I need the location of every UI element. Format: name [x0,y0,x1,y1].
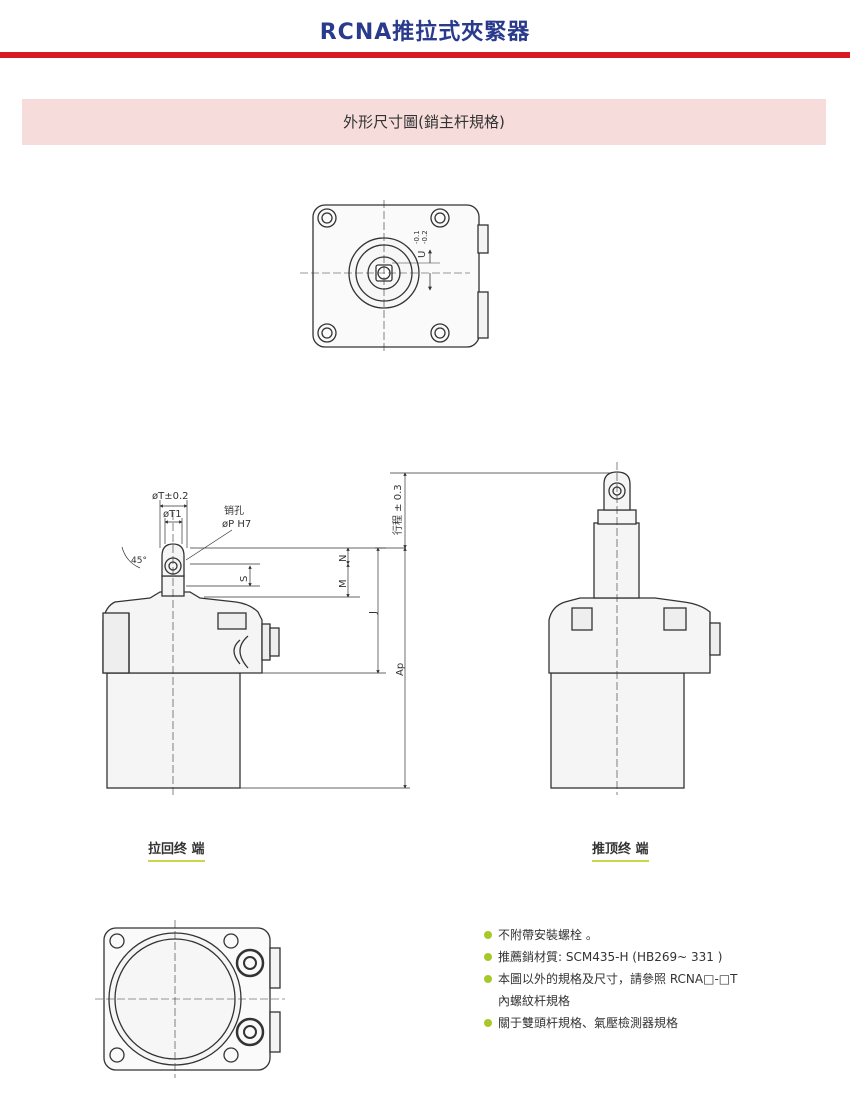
note-item: 本圖以外的規格及尺寸，請參照 RCNA□-□T [484,968,824,990]
dim-j-label: J [368,611,379,615]
note-item-continuation: 內螺紋杆規格 [498,994,571,1008]
note-item: 關于雙頭杆規格、氣壓檢測器規格 [484,1012,824,1034]
front-view-push-end [548,462,721,795]
dim-n-label: N [338,555,349,562]
dim-u-tol-upper: -0.1 [413,230,421,244]
pin-size-label: øP H7 [222,519,251,530]
dim-u-label: U [417,251,428,258]
page-title: RCNA推拉式夾緊器 [319,20,531,45]
caption-push-end: 推顶终 端 [592,838,649,862]
bottom-view [95,920,285,1078]
note-item: 不附帶安裝螺栓 。 [484,924,824,946]
dim-t1-label: øT1 [163,509,182,520]
notes-list: 不附帶安裝螺栓 。 推薦銷材質: SCM435-H (HB269~ 331 ) … [484,924,824,1034]
title-rule [0,52,850,58]
note-item: 推薦銷材質: SCM435-H (HB269~ 331 ) [484,946,824,968]
dim-u-tol-lower: -0.2 [421,230,429,244]
front-view-pull-end [102,512,280,795]
caption-pull-end: 拉回终 端 [148,838,205,862]
section-heading: 外形尺寸圖(銷主杆規格) [22,99,826,145]
dim-t-label: øT±0.2 [152,491,189,502]
dim-ap-label: Ap [395,663,406,676]
mount-hole-icon [109,933,239,1063]
dim-m-label: M [338,579,349,588]
dim-s-label: S [239,576,250,582]
top-view [300,200,489,352]
port-icon [235,948,265,1047]
pin-hole-label: 销孔 [224,504,244,517]
dim-stroke-label: 行程 ± 0.3 [391,484,404,535]
mount-hole-icon [317,208,450,343]
angle-label: 45° [131,556,147,566]
